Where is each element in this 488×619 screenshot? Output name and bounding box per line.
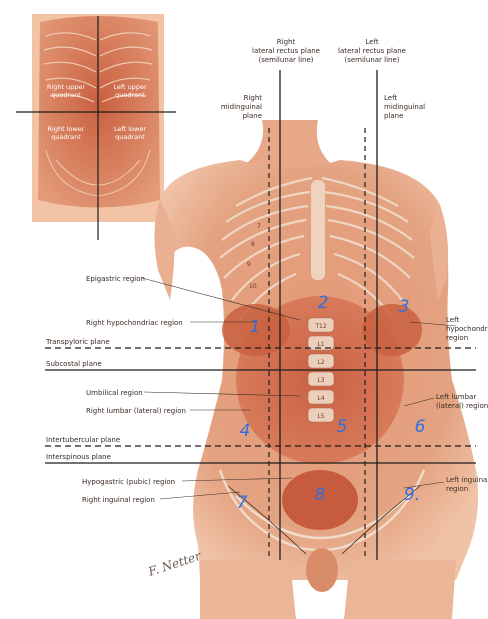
left-lumbar-label-1: Left lumbar [436, 393, 476, 401]
artist-signature: F. Netter [146, 548, 204, 579]
right-midinguinal-label-1: Right [244, 94, 263, 102]
region-number-8: 8 [315, 485, 326, 505]
left-lateral-rectus-label-1: Left [365, 38, 378, 46]
quadrant-label-ruq-2: quadrant [51, 91, 81, 99]
sternum [311, 180, 325, 280]
subcostal-label: Subcostal plane [46, 360, 102, 368]
left-hypochondriac-label-2: hypochondriac [446, 325, 488, 333]
region-number-2: 2 [318, 293, 329, 313]
right-thigh [200, 560, 296, 619]
rib-label-7: 7 [257, 223, 261, 230]
inset-figure: Right upper quadrant Left upper quadrant… [16, 14, 176, 240]
quadrant-label-luq-1: Left upper [113, 83, 147, 91]
region-number-6: 6 [415, 417, 426, 437]
quadrant-label-rlq-1: Right lower [48, 125, 85, 133]
vertebra-label-l1: L1 [317, 341, 324, 348]
right-lumbar-label: Right lumbar (lateral) region [86, 407, 186, 415]
left-hypochondriac-label-3: region [446, 334, 468, 342]
quadrant-label-llq-1: Left lower [114, 125, 146, 133]
intertubercular-label: Intertubercular plane [46, 436, 120, 444]
left-lateral-rectus-label-3: (semilunar line) [344, 56, 399, 64]
region-number-5: 5 [337, 417, 348, 437]
vertebra-label-t12: T12 [314, 323, 326, 330]
transpyloric-label: Transpyloric plane [45, 338, 110, 346]
region-number-3: 3 [399, 297, 410, 317]
left-hypochondriac-label-1: Left [446, 316, 459, 324]
left-midinguinal-label-1: Left [384, 94, 397, 102]
quadrant-label-luq-2: quadrant [115, 91, 145, 99]
left-midinguinal-label-2: midinguinal [384, 103, 425, 111]
rib-label-8: 8 [251, 241, 255, 248]
right-lateral-rectus-label-2: lateral rectus plane [252, 47, 320, 55]
vertebra-label-l5: L5 [317, 413, 324, 420]
rib-label-10: 10 [249, 283, 257, 290]
region-number-7: 7 [237, 493, 248, 513]
right-hypochondriac-label: Right hypochondriac region [86, 319, 183, 327]
umbilical-label: Umbilical region [86, 389, 143, 397]
neck [240, 120, 336, 168]
stomach [362, 304, 422, 356]
right-lateral-rectus-label-1: Right [277, 38, 296, 46]
hypogastric-label: Hypogastric (pubic) region [82, 478, 175, 486]
region-number-9: 9. [404, 485, 420, 505]
interspinous-label: Interspinous plane [46, 453, 111, 461]
vertebra-label-l2: L2 [317, 359, 324, 366]
left-midinguinal-label-3: plane [384, 112, 403, 120]
quadrant-label-llq-2: quadrant [115, 133, 145, 141]
left-lateral-rectus-label-2: lateral rectus plane [338, 47, 406, 55]
right-midinguinal-label-3: plane [243, 112, 262, 120]
quadrant-label-rlq-2: quadrant [51, 133, 81, 141]
right-midinguinal-label-2: midinguinal [221, 103, 262, 111]
right-inguinal-label: Right inguinal region [82, 496, 155, 504]
left-thigh [344, 560, 456, 619]
genitalia [306, 548, 338, 592]
right-lateral-rectus-label-3: (semilunar line) [258, 56, 313, 64]
left-lumbar-label-2: (lateral) region [436, 402, 488, 410]
vertebra-label-l4: L4 [317, 395, 324, 402]
left-inguinal-label-1: Left inguinal [446, 476, 488, 484]
left-inguinal-label-2: region [446, 485, 468, 493]
vertebra-label-l3: L3 [317, 377, 324, 384]
region-number-4: 4 [240, 421, 251, 441]
quadrant-label-ruq-1: Right upper [47, 83, 86, 91]
epigastric-label: Epigastric region [86, 275, 145, 283]
region-number-1: 1 [250, 317, 261, 337]
rib-label-9: 9 [247, 261, 251, 268]
